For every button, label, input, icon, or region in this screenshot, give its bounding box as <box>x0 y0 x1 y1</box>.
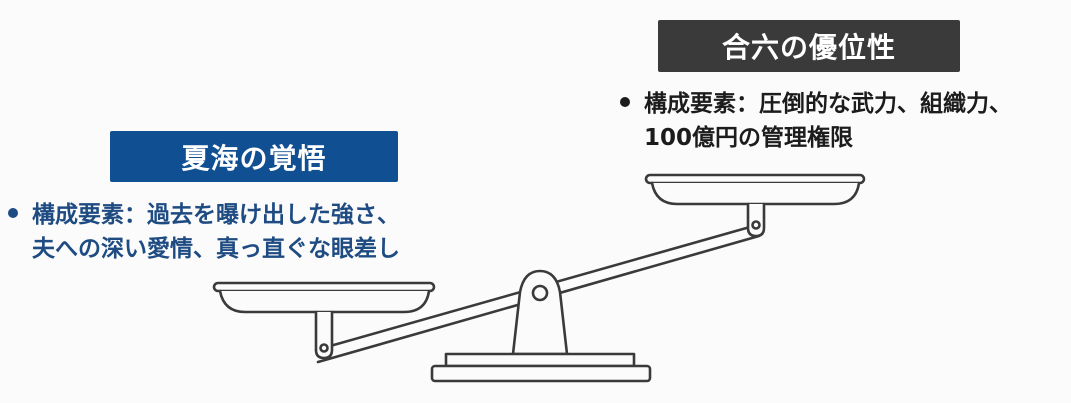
right-title-text: 合六の優位性 <box>721 31 896 64</box>
bullet-dot-icon <box>8 207 18 218</box>
right-pan-rim <box>644 173 866 185</box>
scale-base <box>444 352 636 368</box>
left-bullet: 構成要素：過去を曝け出した強さ、 夫への深い愛情、真っ直ぐな眼差し <box>8 198 400 266</box>
right-bullet-line1: 構成要素：圧倒的な武力、組織力、 <box>644 91 1012 117</box>
left-bullet-line2: 夫への深い愛情、真っ直ぐな眼差し <box>32 236 400 262</box>
right-pan-bowl <box>650 181 861 206</box>
fulcrum <box>511 269 569 356</box>
left-pan-bowl <box>218 289 431 314</box>
right-bullet: 構成要素：圧倒的な武力、組織力、 100億円の管理権限 <box>620 87 1012 155</box>
right-bullet-line2: 100億円の管理権限 <box>644 125 854 151</box>
right-title-label: 合六の優位性 <box>658 20 960 72</box>
right-pan-hanger <box>746 202 766 238</box>
bullet-dot-icon <box>620 96 630 107</box>
left-title-text: 夏海の覚悟 <box>181 141 327 175</box>
left-bullet-line1: 構成要素：過去を曝け出した強さ、 <box>32 202 400 228</box>
left-pan-rim <box>212 281 436 293</box>
left-title-label: 夏海の覚悟 <box>110 131 398 182</box>
